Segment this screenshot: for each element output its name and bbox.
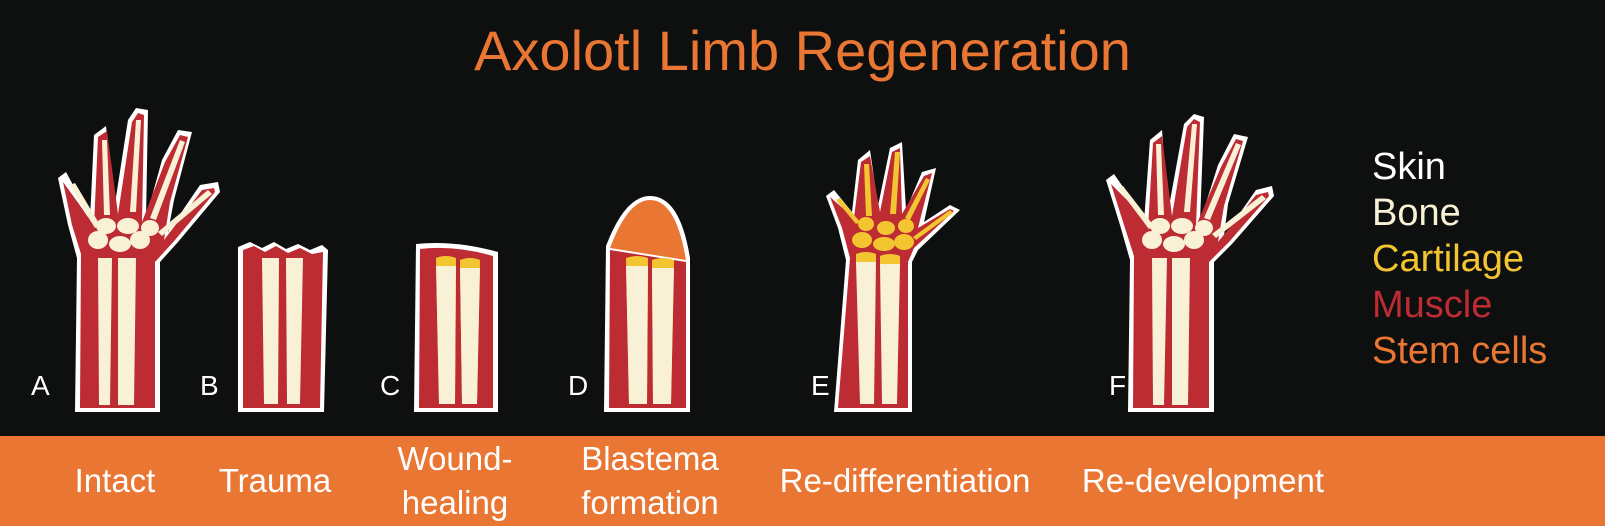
legend-bone: Bone xyxy=(1372,192,1461,234)
stage-label-wound-healing: Wound-healing xyxy=(397,440,513,521)
diagram-title: Axolotl Limb Regeneration xyxy=(474,19,1131,82)
legend-stem-cells: Stem cells xyxy=(1372,330,1548,372)
limb-re-differentiation xyxy=(826,142,960,412)
limb-re-development xyxy=(1106,114,1274,412)
legend-cartilage: Cartilage xyxy=(1372,238,1525,280)
panel-letter-c: C xyxy=(380,370,401,401)
limb-intact xyxy=(58,108,220,412)
panel-letter-f: F xyxy=(1109,370,1127,401)
legend-skin: Skin xyxy=(1372,146,1446,188)
limb-illustrations xyxy=(58,108,1274,412)
stage-label-re-development: Re-development xyxy=(1081,462,1325,499)
limb-wound-healing xyxy=(414,243,498,412)
stage-label-re-differentiation: Re-differentiation xyxy=(779,462,1031,499)
panel-letter-e: E xyxy=(811,370,830,401)
panel-letter-b: B xyxy=(200,370,219,401)
stage-label-intact: Intact xyxy=(74,462,156,499)
panel-letter-d: D xyxy=(568,370,589,401)
stage-label-trauma: Trauma xyxy=(218,462,332,499)
limb-trauma xyxy=(238,242,328,412)
limb-blastema-formation xyxy=(604,196,690,412)
legend-muscle: Muscle xyxy=(1372,284,1493,326)
panel-letter-a: A xyxy=(31,370,50,401)
